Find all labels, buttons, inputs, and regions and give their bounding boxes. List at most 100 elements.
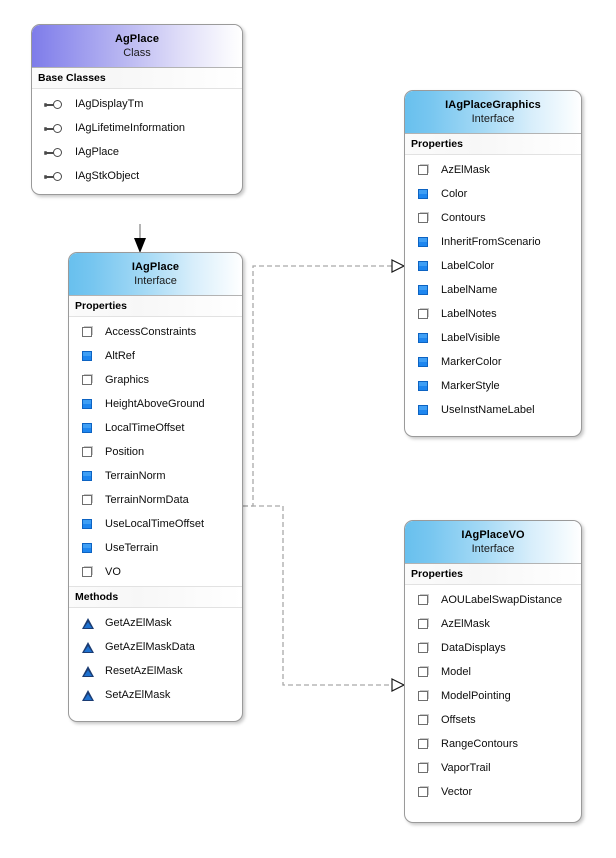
base-class-label: IAgPlace: [75, 145, 120, 158]
list-item[interactable]: IAgLifetimeInformation: [32, 116, 242, 140]
list-item[interactable]: HeightAboveGround: [69, 392, 242, 416]
property-label: TerrainNorm: [105, 469, 166, 482]
list-item[interactable]: InheritFromScenario: [405, 230, 581, 254]
property-label: ModelPointing: [441, 689, 511, 702]
class-box-agplace-header: AgPlace Class: [32, 25, 242, 68]
lollipop-icon: [44, 98, 67, 111]
list-item[interactable]: ModelPointing: [405, 684, 581, 708]
class-box-agplace-stereotype: Class: [123, 47, 151, 59]
property-label: VaporTrail: [441, 761, 491, 774]
property-label: VO: [105, 565, 121, 578]
list-item[interactable]: LabelNotes: [405, 302, 581, 326]
interface-box-iagplacevo-title: IAgPlaceVO: [461, 529, 525, 541]
list-item[interactable]: GetAzElMask: [69, 611, 242, 635]
iagplacegraphics-properties-list: AzElMask Color Contours InheritFromScena…: [405, 155, 581, 436]
interface-box-iagplacegraphics[interactable]: IAgPlaceGraphics Interface Properties Az…: [404, 90, 582, 437]
property-label: LabelName: [441, 283, 498, 296]
property-label: UseLocalTimeOffset: [105, 517, 205, 530]
list-item[interactable]: LabelColor: [405, 254, 581, 278]
property-label: InheritFromScenario: [441, 235, 541, 248]
interface-box-iagplace-title: IAgPlace: [131, 261, 180, 273]
list-item[interactable]: LabelVisible: [405, 326, 581, 350]
list-item[interactable]: Color: [405, 182, 581, 206]
list-item[interactable]: AccessConstraints: [69, 320, 242, 344]
list-item[interactable]: UseLocalTimeOffset: [69, 512, 242, 536]
list-item[interactable]: AzElMask: [405, 158, 581, 182]
property-unset-icon: [82, 373, 95, 387]
property-set-icon: [418, 260, 431, 273]
property-unset-icon: [418, 211, 431, 225]
interface-box-iagplace[interactable]: IAgPlace Interface Properties AccessCons…: [68, 252, 243, 722]
list-item[interactable]: SetAzElMask: [69, 683, 242, 707]
list-item[interactable]: MarkerStyle: [405, 374, 581, 398]
property-label: AltRef: [105, 349, 135, 362]
property-set-icon: [418, 380, 431, 393]
property-label: MarkerColor: [441, 355, 502, 368]
section-heading-properties: Properties: [69, 296, 242, 317]
list-item[interactable]: VO: [69, 560, 242, 584]
method-label: GetAzElMaskData: [105, 640, 195, 653]
list-item[interactable]: UseInstNameLabel: [405, 398, 581, 422]
property-unset-icon: [418, 665, 431, 679]
property-label: AzElMask: [441, 163, 490, 176]
list-item[interactable]: Graphics: [69, 368, 242, 392]
property-label: Position: [105, 445, 145, 458]
property-unset-icon: [418, 761, 431, 775]
base-class-label: IAgDisplayTm: [75, 97, 144, 110]
property-label: UseInstNameLabel: [441, 403, 535, 416]
interface-box-iagplacevo[interactable]: IAgPlaceVO Interface Properties AOULabel…: [404, 520, 582, 823]
list-item[interactable]: Vector: [405, 780, 581, 804]
list-item[interactable]: VaporTrail: [405, 756, 581, 780]
list-item[interactable]: Position: [69, 440, 242, 464]
property-label: Offsets: [441, 713, 476, 726]
list-item[interactable]: AzElMask: [405, 612, 581, 636]
lollipop-icon: [44, 146, 67, 159]
list-item[interactable]: AltRef: [69, 344, 242, 368]
list-item[interactable]: ResetAzElMask: [69, 659, 242, 683]
property-set-icon: [82, 350, 95, 363]
list-item[interactable]: LabelName: [405, 278, 581, 302]
property-unset-icon: [418, 641, 431, 655]
property-set-icon: [82, 422, 95, 435]
method-icon: [82, 689, 95, 702]
interface-box-iagplacegraphics-title: IAgPlaceGraphics: [445, 99, 541, 111]
property-label: LabelColor: [441, 259, 495, 272]
property-label: Graphics: [105, 373, 150, 386]
property-label: LabelVisible: [441, 331, 501, 344]
property-unset-icon: [418, 689, 431, 703]
section-heading-methods: Methods: [69, 586, 242, 608]
list-item[interactable]: DataDisplays: [405, 636, 581, 660]
property-unset-icon: [418, 617, 431, 631]
iagplacevo-properties-list: AOULabelSwapDistance AzElMask DataDispla…: [405, 585, 581, 822]
property-set-icon: [418, 188, 431, 201]
method-icon: [82, 665, 95, 678]
list-item[interactable]: TerrainNorm: [69, 464, 242, 488]
list-item[interactable]: IAgStkObject: [32, 164, 242, 188]
property-label: DataDisplays: [441, 641, 506, 654]
list-item[interactable]: Contours: [405, 206, 581, 230]
list-item[interactable]: MarkerColor: [405, 350, 581, 374]
property-label: Vector: [441, 785, 473, 798]
list-item[interactable]: TerrainNormData: [69, 488, 242, 512]
list-item[interactable]: IAgDisplayTm: [32, 92, 242, 116]
list-item[interactable]: LocalTimeOffset: [69, 416, 242, 440]
list-item[interactable]: RangeContours: [405, 732, 581, 756]
list-item[interactable]: IAgPlace: [32, 140, 242, 164]
class-box-agplace[interactable]: AgPlace Class Base Classes IAgDisplayTm …: [31, 24, 243, 195]
section-heading-properties: Properties: [405, 134, 581, 155]
list-item[interactable]: Offsets: [405, 708, 581, 732]
interface-box-iagplacevo-stereotype: Interface: [471, 543, 515, 555]
list-item[interactable]: AOULabelSwapDistance: [405, 588, 581, 612]
property-label: AOULabelSwapDistance: [441, 593, 563, 606]
base-class-label: IAgLifetimeInformation: [75, 121, 186, 134]
property-unset-icon: [82, 445, 95, 459]
base-classes-list: IAgDisplayTm IAgLifetimeInformation IAgP…: [32, 89, 242, 194]
list-item[interactable]: UseTerrain: [69, 536, 242, 560]
section-heading-properties: Properties: [405, 564, 581, 585]
property-label: Color: [441, 187, 468, 200]
property-label: AccessConstraints: [105, 325, 197, 338]
list-item[interactable]: GetAzElMaskData: [69, 635, 242, 659]
dependency-iagplace-to-iagplacevo: [243, 505, 406, 692]
property-unset-icon: [82, 565, 95, 579]
list-item[interactable]: Model: [405, 660, 581, 684]
